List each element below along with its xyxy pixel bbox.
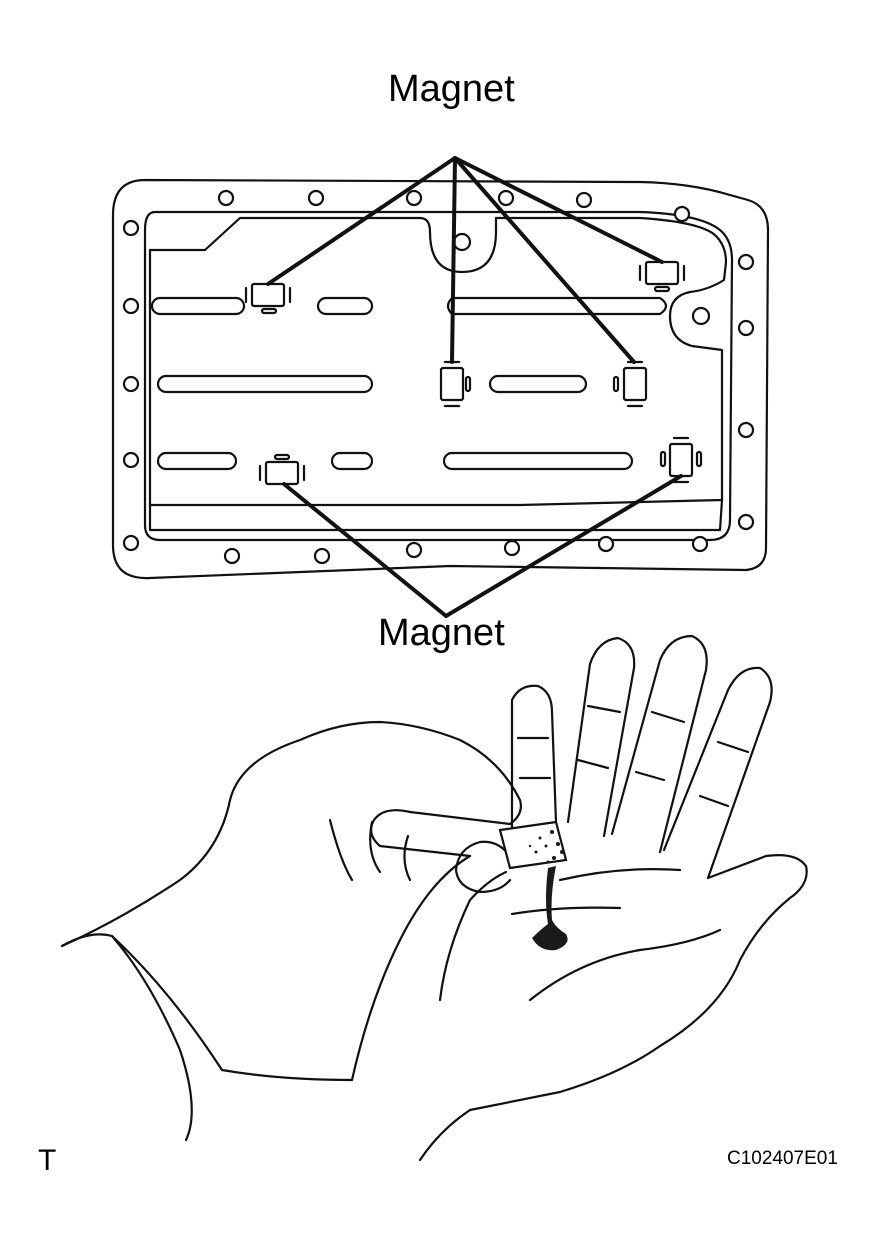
rib	[446, 296, 668, 316]
thumb-pinch	[454, 840, 512, 894]
held-magnet	[498, 820, 568, 951]
sleeve-cuff	[110, 934, 224, 1072]
oil-pan-floor	[148, 216, 728, 507]
sleeve	[60, 933, 193, 1142]
rib	[316, 296, 374, 316]
metal-debris	[528, 830, 568, 951]
finger	[662, 666, 773, 880]
bolt-hole	[122, 534, 140, 552]
finger-creases	[516, 704, 750, 808]
palm-edge	[438, 870, 508, 1002]
bolt-hole	[313, 547, 331, 565]
oil-pan-inner-flange	[143, 210, 734, 542]
rib	[488, 374, 588, 394]
back-of-hand	[60, 720, 522, 948]
oil-pan-lower-step	[148, 498, 724, 532]
bolt-hole	[405, 541, 423, 559]
bolt-hole	[737, 319, 755, 337]
oil-pan-outer-flange	[111, 178, 770, 580]
index-finger	[369, 809, 512, 858]
bolt-hole	[503, 539, 521, 557]
thumb-base	[350, 854, 472, 1082]
hands-illustration	[60, 634, 808, 1162]
oil-pan-ribs	[150, 296, 668, 471]
bolt-hole	[737, 253, 755, 271]
magnet-1	[244, 282, 292, 315]
finger	[510, 684, 558, 832]
bolt-hole	[737, 513, 755, 531]
leader-lines-bottom	[282, 474, 683, 618]
bolt-hole	[673, 205, 691, 223]
rib	[442, 451, 634, 471]
bolt-holes	[122, 189, 755, 565]
rib	[156, 451, 238, 471]
magnet-4	[612, 360, 648, 408]
bolt-hole	[575, 191, 593, 209]
bolt-hole	[691, 535, 709, 553]
bolt-hole	[217, 189, 235, 207]
bolt-hole	[405, 189, 423, 207]
bolt-hole	[122, 297, 140, 315]
bolt-hole	[223, 547, 241, 565]
bolt-hole	[122, 219, 140, 237]
bolt-hole	[122, 375, 140, 393]
finger	[610, 634, 708, 854]
magnet-5	[258, 453, 306, 486]
leader-lines-top	[266, 156, 664, 364]
palm-crease	[528, 928, 722, 1002]
magnet-label-top: Magnet	[388, 68, 515, 110]
bolt-hole	[497, 189, 515, 207]
figure-code: C102407E01	[727, 1148, 838, 1169]
magnets	[244, 260, 703, 486]
pinching-hand	[60, 720, 522, 1142]
magnet-2	[638, 260, 686, 293]
magnet-6	[659, 436, 703, 484]
thumb	[468, 854, 808, 1112]
finger	[566, 636, 636, 838]
palm-crease	[558, 868, 682, 882]
rib	[150, 296, 246, 316]
magnet-3	[439, 360, 472, 408]
bolt-hole	[452, 232, 472, 252]
bolt-hole	[691, 306, 711, 326]
bolt-hole	[307, 189, 325, 207]
corner-mark: T	[38, 1144, 57, 1177]
rib	[156, 374, 374, 394]
bolt-hole	[737, 421, 755, 439]
palm-crease	[510, 906, 622, 916]
magnet-label-bottom: Magnet	[378, 612, 505, 654]
inner-fingers	[328, 818, 412, 882]
open-hand	[418, 634, 808, 1162]
bolt-hole	[122, 451, 140, 469]
bolt-hole	[597, 535, 615, 553]
wrist	[418, 1108, 472, 1162]
rib	[330, 451, 374, 471]
wrist-line	[220, 1068, 354, 1082]
oil-pan	[111, 156, 770, 618]
